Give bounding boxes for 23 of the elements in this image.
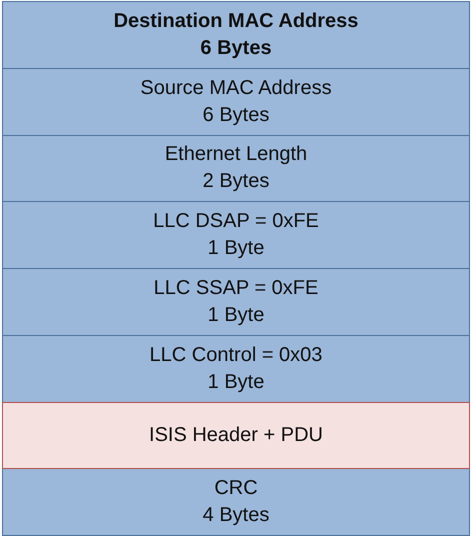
frame-field (2, 268, 470, 336)
frame-field (2, 402, 470, 470)
field-size: 2 Bytes (202, 169, 270, 194)
field-size: 6 Bytes (200, 36, 272, 61)
field-size: 1 Byte (208, 236, 264, 262)
field-name: Source MAC Address (140, 76, 332, 101)
field-name: LLC DSAP = 0xFE (153, 209, 319, 234)
field-name: LLC SSAP = 0xFE (154, 276, 318, 301)
field-size: 1 Byte (208, 370, 264, 395)
frame-field (2, 468, 470, 536)
field-name: Destination MAC Address (114, 8, 358, 34)
frame-field (2, 1, 470, 69)
frame-field (2, 334, 470, 402)
field-name: ISIS Header + PDU (149, 422, 323, 448)
frame-field (2, 68, 470, 136)
field-size: 1 Byte (208, 302, 264, 328)
frame-field (2, 134, 470, 202)
field-name: Ethernet Length (164, 142, 308, 168)
frame-field (2, 201, 470, 269)
field-size: 6 Bytes (202, 102, 270, 128)
field-size: 4 Bytes (202, 503, 270, 528)
field-name: CRC (214, 476, 258, 502)
field-name: LLC Control = 0x03 (150, 342, 322, 368)
